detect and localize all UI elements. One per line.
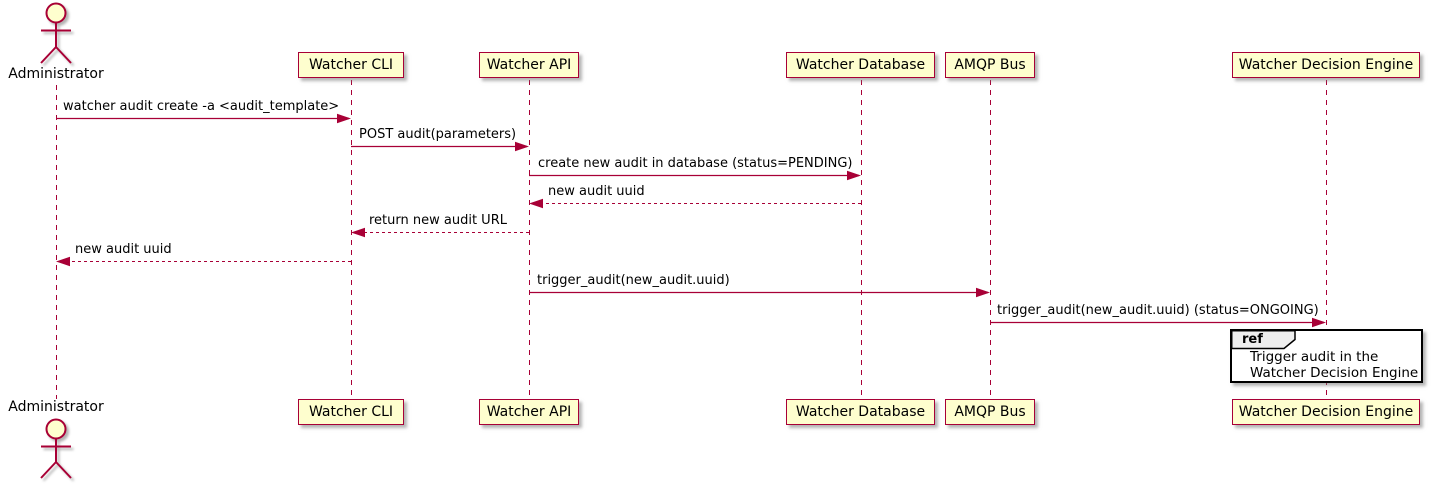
arrowhead-left-icon <box>56 256 70 267</box>
actor-label-bottom: Administrator <box>8 399 104 415</box>
ref-tab-shape <box>1231 330 1296 350</box>
lifelines <box>56 80 1327 399</box>
participant-box-amqp-bus: AMQP Bus <box>945 52 1035 78</box>
message-label-5: return new audit URL <box>369 213 507 228</box>
message-arrows: Watcher API (dashed return) --> Watcher … <box>56 113 1326 328</box>
arrowhead-left-icon <box>529 198 543 209</box>
actor-icon <box>40 418 72 479</box>
message-label-3: create new audit in database (status=PEN… <box>538 156 853 171</box>
message-label-6: new audit uuid <box>75 242 172 257</box>
participant-box-watcher-api-bottom: Watcher API <box>479 399 579 425</box>
actor-icon <box>40 2 72 64</box>
participant-box-watcher-decision-engine: Watcher Decision Engine <box>1232 52 1420 78</box>
participant-box-watcher-cli-bottom: Watcher CLI <box>298 399 404 425</box>
actor-label-top: Administrator <box>8 66 104 82</box>
participant-box-watcher-decision-engine-bottom: Watcher Decision Engine <box>1232 399 1420 425</box>
arrowhead-right-icon <box>515 141 529 152</box>
arrowhead-left-icon <box>351 227 365 238</box>
message-label-7: trigger_audit(new_audit.uuid) <box>537 273 730 288</box>
participant-box-watcher-database: Watcher Database <box>786 52 935 78</box>
arrowhead-right-icon <box>976 287 990 298</box>
message-label-2: POST audit(parameters) <box>359 127 517 142</box>
ref-fragment: ref Trigger audit in the Watcher Decisio… <box>1230 329 1423 383</box>
participant-box-amqp-bus-bottom: AMQP Bus <box>945 399 1035 425</box>
ref-text-line: Watcher Decision Engine <box>1250 365 1419 381</box>
message-label-1: watcher audit create -a <audit_template> <box>63 99 340 114</box>
arrowhead-right-icon <box>1312 317 1326 328</box>
arrowhead-right-icon <box>847 170 861 181</box>
participant-box-watcher-database-bottom: Watcher Database <box>786 399 935 425</box>
message-label-4: new audit uuid <box>548 184 645 199</box>
arrowhead-right-icon <box>337 113 351 124</box>
ref-keyword: ref <box>1242 332 1263 347</box>
participant-box-watcher-api: Watcher API <box>479 52 579 78</box>
participant-box-watcher-cli: Watcher CLI <box>298 52 404 78</box>
message-label-8: trigger_audit(new_audit.uuid) (status=ON… <box>997 303 1319 318</box>
ref-text-line: Trigger audit in the <box>1250 349 1379 365</box>
